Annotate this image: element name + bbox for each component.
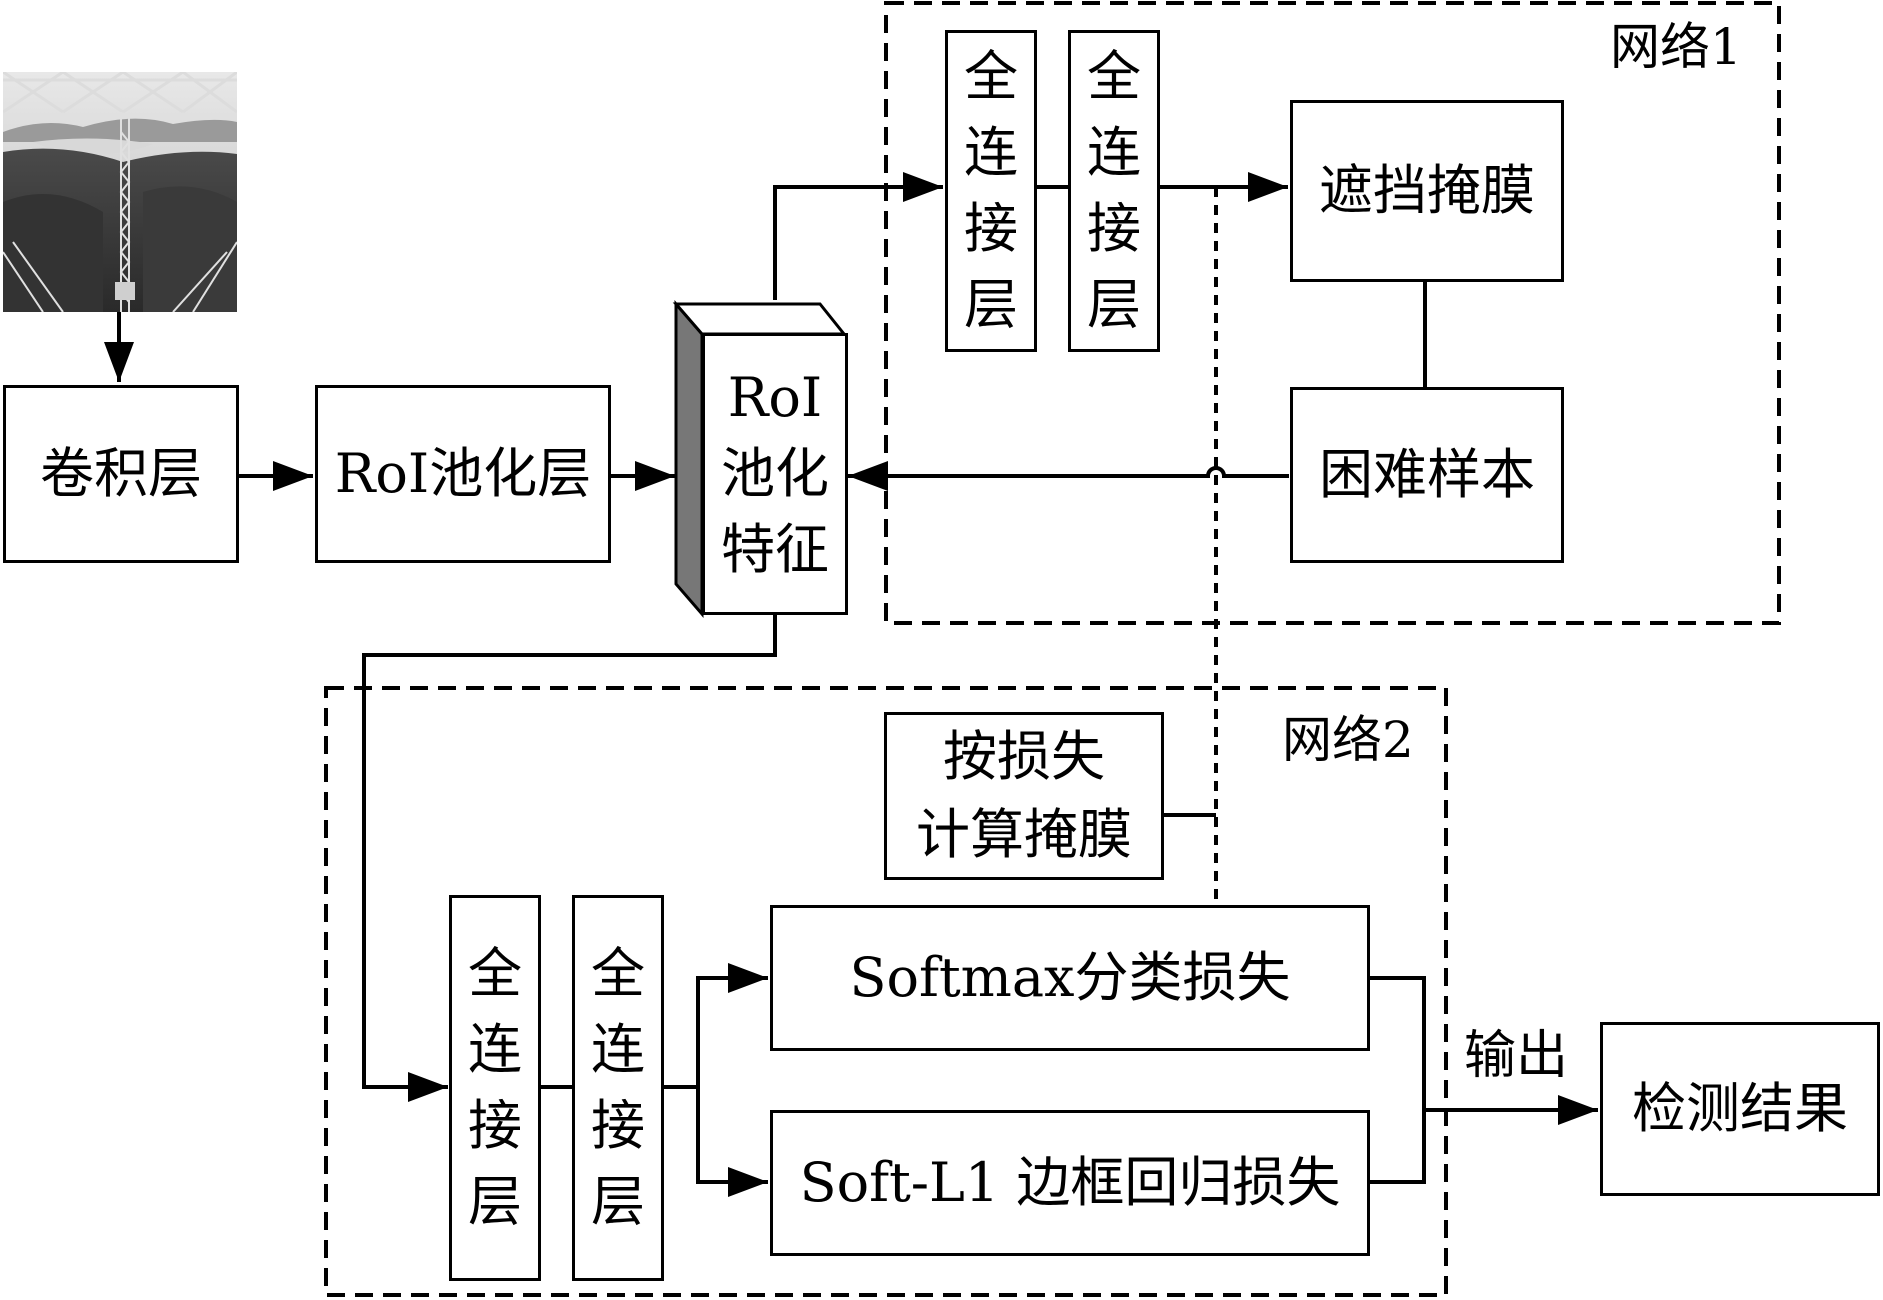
- loss-mask-box: 按损失 计算掩膜: [884, 712, 1164, 880]
- net2-fc-layer-1: 全 连 接 层: [449, 895, 541, 1281]
- network1-frame: [884, 1, 1781, 625]
- output-label: 输出: [1464, 1026, 1569, 1086]
- transmission-tower-photo-icon: [3, 72, 237, 312]
- hard-samples-box: 困难样本: [1290, 387, 1564, 563]
- loss-mask-line1: 按损失: [943, 725, 1105, 788]
- occlusion-mask-box: 遮挡掩膜: [1290, 100, 1564, 282]
- net2-fc-layer-2: 全 连 接 层: [572, 895, 664, 1281]
- roi-pooling-layer-box: RoI池化层: [315, 385, 611, 563]
- net1-fc-layer-1: 全 连 接 层: [945, 30, 1037, 352]
- line-losses-merge: [1368, 976, 1426, 1184]
- network2-frame: [324, 686, 1448, 1297]
- detection-result-box: 检测结果: [1600, 1022, 1880, 1196]
- arrow-features-to-net1-fc: [773, 172, 943, 300]
- roi-features-line2: 池化: [721, 442, 829, 505]
- input-image: [3, 72, 237, 312]
- softl1-loss-box: Soft-L1 边框回归损失: [770, 1110, 1370, 1256]
- conv-layer-box: 卷积层: [3, 385, 239, 563]
- arrow-features-to-net2-fc: [362, 615, 777, 1102]
- roi-features-box: RoI 池化 特征: [702, 333, 848, 615]
- roi-features-block: [672, 300, 848, 618]
- net1-fc-layer-2: 全 连 接 层: [1068, 30, 1160, 352]
- network1-label: 网络1: [1610, 18, 1742, 76]
- arrow-fc-to-softmax: [664, 963, 768, 1089]
- arrow-fc-to-softl1: [696, 1087, 768, 1197]
- roi-features-line1: RoI: [727, 366, 823, 429]
- network2-label: 网络2: [1282, 711, 1414, 769]
- loss-mask-line2: 计算掩膜: [916, 803, 1132, 866]
- softmax-loss-box: Softmax分类损失: [770, 905, 1370, 1051]
- roi-features-line3: 特征: [721, 518, 829, 581]
- arrow-hard-to-features: [848, 461, 1289, 491]
